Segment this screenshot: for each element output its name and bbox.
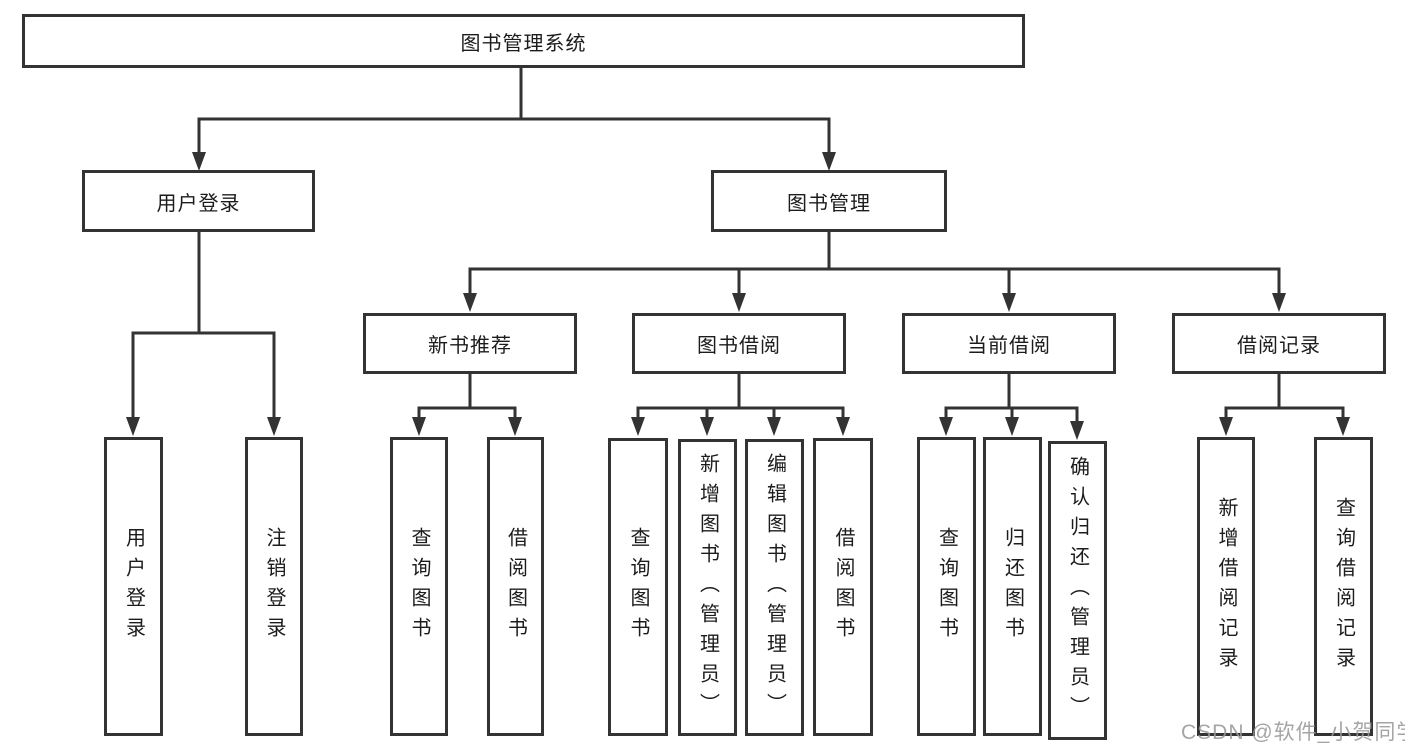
leaf-label: 借阅图书 [832,527,854,647]
leaf-bb-edit-books-admin: 编辑图书（管理员） [745,439,804,736]
leaf-nbr-borrow-books: 借阅图书 [487,437,544,736]
node-label: 当前借阅 [967,335,1051,357]
node-user-login: 用户登录 [82,170,315,232]
leaf-label: 注销登录 [263,526,285,647]
leaf-label: 归还图书 [1001,526,1024,647]
leaf-label: 查询图书 [408,526,430,647]
leaf-br-add-borrow-record: 新增借阅记录 [1197,437,1255,736]
leaf-cb-query-books: 查询图书 [917,437,976,736]
wire-bb-rail [636,406,845,424]
wire-level3-rail [468,267,1281,300]
node-label: 图书管理 [787,192,871,215]
node-label: 新书推荐 [428,335,512,357]
leaf-logout: 注销登录 [245,437,303,736]
node-label: 用户登录 [156,192,241,215]
leaf-label: 用户登录 [122,526,145,647]
node-label: 图书借阅 [697,335,781,357]
leaf-label: 新增借阅记录 [1215,496,1237,677]
leaf-label: 查询借阅记录 [1332,496,1355,677]
node-book-management: 图书管理 [711,170,947,232]
csdn-watermark: CSDN @软件_小贺同学 [1181,721,1405,744]
leaf-label: 确认归还（管理员） [1066,455,1089,726]
node-label: 图书管理系统 [460,32,587,55]
node-library-management-system: 图书管理系统 [22,14,1025,68]
leaf-bb-borrow-books: 借阅图书 [813,438,873,736]
leaf-br-query-borrow-record: 查询借阅记录 [1314,437,1373,736]
wire-br-rail [1224,406,1345,424]
node-current-borrowing: 当前借阅 [902,313,1116,374]
leaf-user-login: 用户登录 [104,437,163,736]
wire-cb-rail [944,406,1079,427]
wire-nbr-rail [417,406,517,424]
wire-userlogin-rail [131,331,276,424]
wire-level2-rail [197,117,831,158]
leaf-nbr-query-books: 查询图书 [390,437,448,736]
leaf-label: 借阅图书 [504,526,527,647]
leaf-label: 编辑图书（管理员） [763,452,786,723]
leaf-label: 查询图书 [627,527,649,647]
node-label: 借阅记录 [1237,335,1321,357]
leaf-bb-query-books: 查询图书 [608,438,668,736]
node-new-book-recommend: 新书推荐 [363,313,577,374]
leaf-cb-confirm-return-admin: 确认归还（管理员） [1048,441,1107,740]
leaf-label: 查询图书 [935,526,958,647]
leaf-label: 新增图书（管理员） [696,452,719,723]
node-borrowing-records: 借阅记录 [1172,313,1386,374]
leaf-bb-add-books-admin: 新增图书（管理员） [678,439,737,736]
leaf-cb-return-books: 归还图书 [983,437,1042,736]
node-book-borrowing: 图书借阅 [632,313,846,374]
